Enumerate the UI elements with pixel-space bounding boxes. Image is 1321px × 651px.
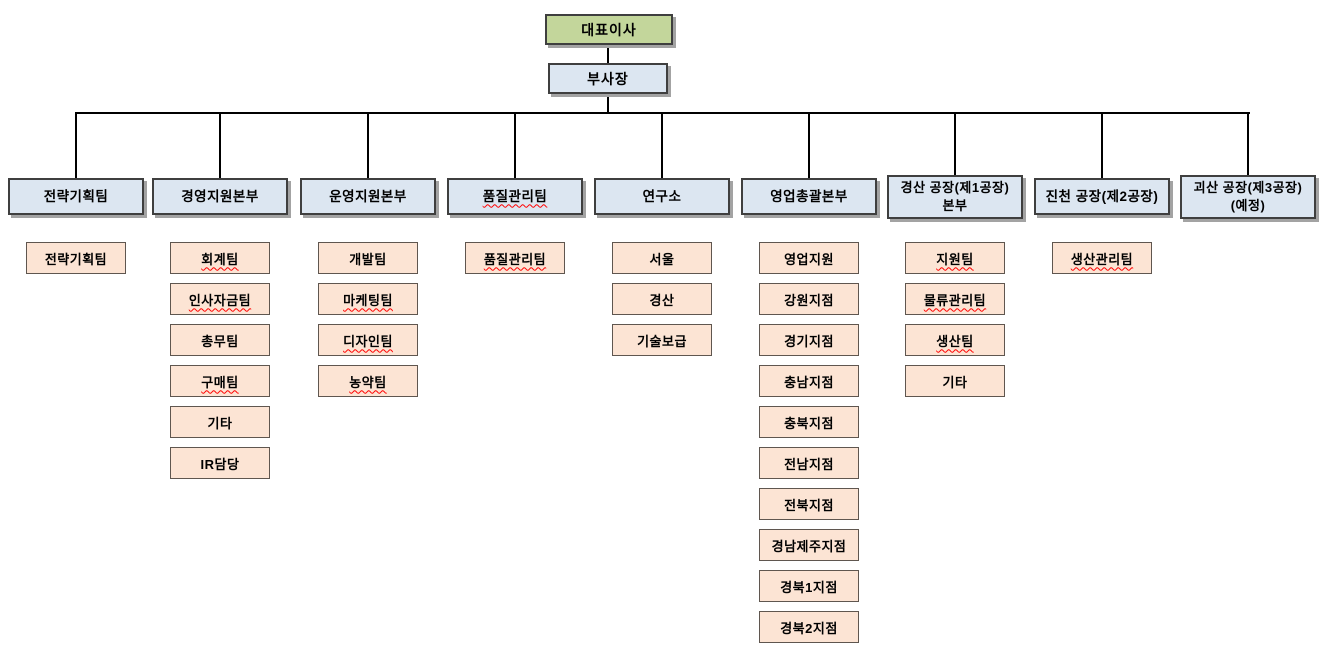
team-node: 경산	[612, 283, 712, 315]
connector-line	[1247, 112, 1249, 182]
org-node-ceo: 대표이사	[545, 14, 673, 45]
team-node: 경북1지점	[759, 570, 859, 602]
connector-line	[954, 112, 956, 182]
department-node: 전략기획팀	[8, 178, 144, 215]
team-node: 경기지점	[759, 324, 859, 356]
team-label: 경남제주지점	[771, 538, 847, 554]
team-node: 전북지점	[759, 488, 859, 520]
team-label: 디자인팀	[343, 333, 393, 349]
team-node: 지원팀	[905, 242, 1005, 274]
team-label: 개발팀	[349, 251, 387, 267]
team-label: 전북지점	[784, 497, 834, 513]
connector-line	[514, 112, 516, 182]
team-node: 품질관리팀	[465, 242, 565, 274]
department-node: 괴산 공장(제3공장) (예정)	[1180, 175, 1316, 219]
team-node: 구매팀	[170, 365, 270, 397]
department-label: 품질관리팀	[482, 188, 548, 204]
team-node: 개발팀	[318, 242, 418, 274]
team-node: 충남지점	[759, 365, 859, 397]
team-label: 기타	[207, 415, 233, 431]
team-label: 총무팀	[201, 333, 239, 349]
team-label: IR담당	[200, 456, 240, 472]
team-node: 인사자금팀	[170, 283, 270, 315]
connector-line	[75, 112, 77, 182]
team-label: 구매팀	[201, 374, 239, 390]
team-node: 기술보급	[612, 324, 712, 356]
department-node: 영업총괄본부	[741, 178, 877, 215]
department-label: 전략기획팀	[43, 188, 109, 204]
department-label: 연구소	[642, 188, 682, 204]
department-node: 경산 공장(제1공장) 본부	[887, 175, 1023, 219]
team-label: 충남지점	[784, 374, 834, 390]
team-node: 전남지점	[759, 447, 859, 479]
department-label: 괴산 공장(제3공장)	[1193, 180, 1303, 196]
team-label: 전남지점	[784, 456, 834, 472]
org-node-vice-president: 부사장	[548, 63, 668, 94]
department-label: 진천 공장(제2공장)	[1045, 188, 1159, 204]
team-node: 강원지점	[759, 283, 859, 315]
team-node: 전략기획팀	[26, 242, 126, 274]
team-label: 전략기획팀	[44, 251, 108, 267]
department-node: 운영지원본부	[300, 178, 436, 215]
team-node: 총무팀	[170, 324, 270, 356]
team-node: 기타	[170, 406, 270, 438]
department-label: 운영지원본부	[329, 188, 407, 204]
team-node: 기타	[905, 365, 1005, 397]
department-label: 경영지원본부	[181, 188, 259, 204]
team-label: 농약팀	[349, 374, 387, 390]
connector-line	[808, 112, 810, 182]
team-node: 서울	[612, 242, 712, 274]
connector-line	[1101, 112, 1103, 182]
department-node: 진천 공장(제2공장)	[1034, 178, 1170, 215]
department-label: 경산 공장(제1공장)	[900, 180, 1010, 196]
department-node: 품질관리팀	[447, 178, 583, 215]
team-label: 생산팀	[936, 333, 974, 349]
team-label: 마케팅팀	[343, 292, 393, 308]
team-node: 농약팀	[318, 365, 418, 397]
team-label: 생산관리팀	[1070, 251, 1134, 267]
team-node: 충북지점	[759, 406, 859, 438]
department-label: 본부	[942, 198, 968, 213]
team-label: 품질관리팀	[483, 251, 547, 267]
team-node: 회계팀	[170, 242, 270, 274]
connector-line	[219, 112, 221, 182]
team-label: 강원지점	[784, 292, 834, 308]
team-label: 기술보급	[637, 333, 687, 349]
team-label: 회계팀	[201, 251, 239, 267]
connector-line	[367, 112, 369, 182]
team-label: 물류관리팀	[923, 292, 987, 308]
team-label: 인사자금팀	[188, 292, 252, 308]
department-node: 연구소	[594, 178, 730, 215]
team-node: 마케팅팀	[318, 283, 418, 315]
team-label: 경산	[649, 292, 675, 308]
team-label: 기타	[942, 374, 968, 390]
team-node: 경북2지점	[759, 611, 859, 643]
connector-line	[607, 45, 609, 63]
department-label: 영업총괄본부	[770, 188, 848, 204]
connector-line	[607, 94, 609, 112]
team-label: 경북1지점	[780, 579, 838, 595]
team-node: 물류관리팀	[905, 283, 1005, 315]
team-node: 경남제주지점	[759, 529, 859, 561]
team-label: 경북2지점	[780, 620, 838, 636]
team-label: 영업지원	[784, 251, 834, 267]
department-node: 경영지원본부	[152, 178, 288, 215]
team-node: 영업지원	[759, 242, 859, 274]
team-node: 생산관리팀	[1052, 242, 1152, 274]
team-label: 충북지점	[784, 415, 834, 431]
connector-line	[661, 112, 663, 182]
team-label: 경기지점	[784, 333, 834, 349]
team-node: 생산팀	[905, 324, 1005, 356]
team-label: 서울	[649, 251, 675, 267]
team-node: IR담당	[170, 447, 270, 479]
department-label: (예정)	[1230, 198, 1266, 213]
team-label: 지원팀	[936, 251, 974, 267]
team-node: 디자인팀	[318, 324, 418, 356]
